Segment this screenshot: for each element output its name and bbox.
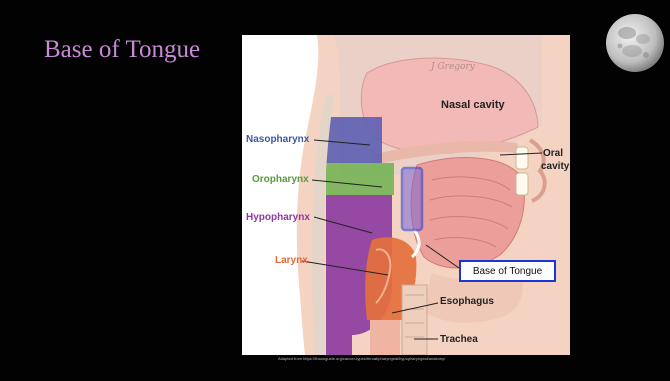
label-oral-cavity-line2: cavity	[541, 161, 569, 172]
label-trachea: Trachea	[440, 334, 478, 345]
base-of-tongue-callout: Base of Tongue	[459, 260, 556, 282]
artist-signature: J Gregory	[431, 62, 475, 72]
label-esophagus: Esophagus	[440, 296, 494, 307]
base-of-tongue-highlight	[402, 168, 422, 230]
moon-image	[605, 13, 665, 73]
label-nasopharynx: Nasopharynx	[246, 134, 309, 145]
image-credit: Adapted from https://thanoguide.org/canc…	[278, 356, 445, 361]
label-nasal-cavity: Nasal cavity	[441, 99, 505, 111]
label-larynx: Larynx	[275, 255, 308, 266]
label-oropharynx: Oropharynx	[252, 174, 309, 185]
label-hypopharynx: Hypopharynx	[246, 212, 310, 223]
slide-title: Base of Tongue	[44, 36, 200, 64]
throat-anatomy-diagram	[242, 35, 570, 355]
label-oral-cavity-line1: Oral	[543, 148, 563, 159]
